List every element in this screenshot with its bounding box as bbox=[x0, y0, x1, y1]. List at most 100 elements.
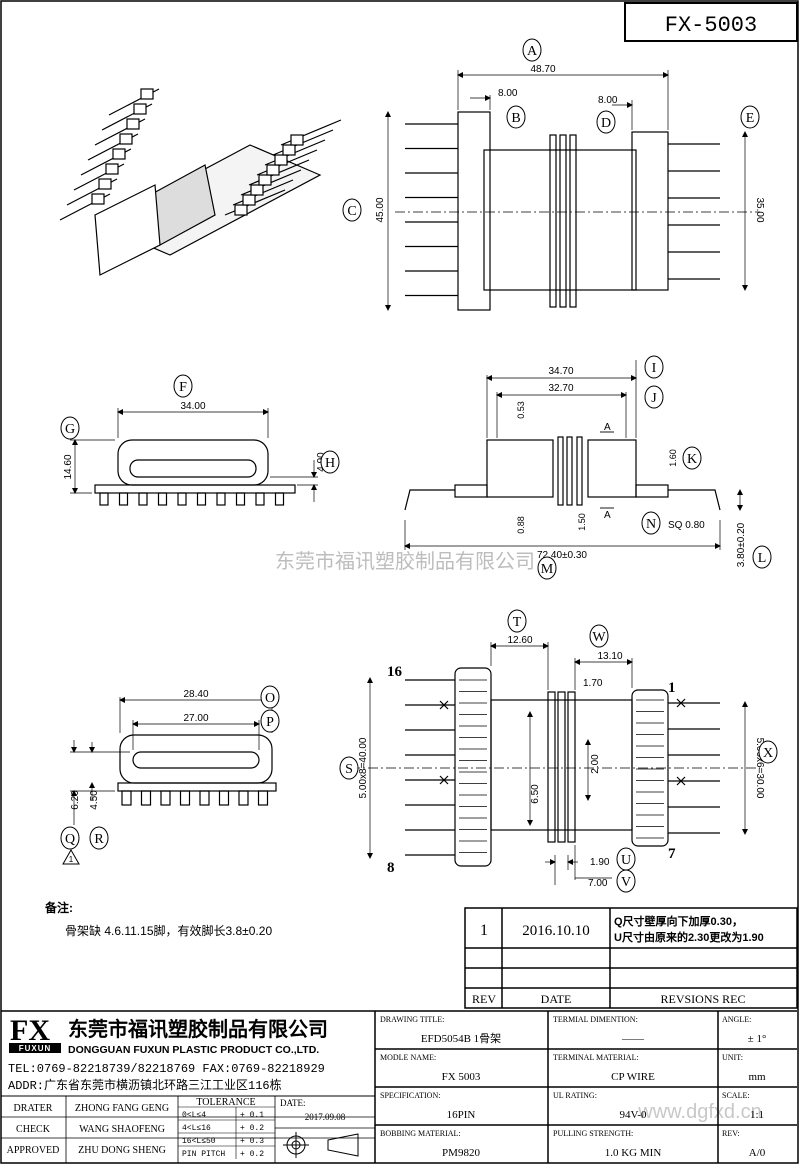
dim-E: 35.00 bbox=[754, 197, 765, 222]
field-rev-label: REV: bbox=[722, 1129, 740, 1138]
dim-N: SQ 0.80 bbox=[668, 520, 705, 531]
missing-pin-mark-icon bbox=[439, 775, 449, 785]
balloon-label-O: O bbox=[265, 691, 275, 706]
rev-header-rec: REVSIONS REC bbox=[660, 992, 745, 1006]
dim-K: 1.60 bbox=[668, 449, 678, 467]
company-addr: ADDR:广东省东莞市横沥镇北环路三江工业区116栋 bbox=[8, 1077, 282, 1093]
field-scale: 1:1 bbox=[750, 1109, 764, 1121]
bobbin-tooth bbox=[199, 790, 210, 806]
tol-range-4: PIN PITCH bbox=[182, 1150, 225, 1159]
dim-D: 8.00 bbox=[598, 95, 618, 106]
revision-table bbox=[464, 907, 798, 1009]
tol-val-4: + 0.2 bbox=[240, 1150, 264, 1159]
balloon-Q bbox=[60, 826, 80, 850]
field-angle-label: ANGLE: bbox=[722, 1015, 751, 1024]
balloon-label-G: G bbox=[65, 422, 75, 437]
company-tel: TEL:0769-82218739/82218769 FAX:0769-8221… bbox=[8, 1062, 325, 1076]
balloon-K bbox=[682, 446, 702, 470]
balloon-label-R: R bbox=[94, 832, 104, 847]
pin-label-16: 16 bbox=[387, 664, 403, 680]
dim-J: 32.70 bbox=[548, 383, 573, 394]
dim-Q: 6.20 bbox=[70, 790, 81, 810]
balloon-label-J: J bbox=[651, 391, 657, 406]
bobbin-tooth bbox=[99, 492, 109, 506]
bobbin-tooth bbox=[157, 492, 168, 506]
bobbin-tooth bbox=[274, 492, 285, 506]
field-terminal-dim: —— bbox=[621, 1033, 645, 1045]
bobbin-tooth bbox=[140, 790, 152, 806]
balloon-X bbox=[758, 740, 778, 764]
field-angle: ± 1° bbox=[748, 1033, 767, 1045]
iso-pin-block bbox=[282, 144, 296, 156]
part-number-box: FX-5003 bbox=[624, 2, 798, 42]
drater-name: ZHONG FANG GENG bbox=[75, 1103, 169, 1114]
field-ul-label: UL RATING: bbox=[553, 1091, 597, 1100]
dim-I: 34.70 bbox=[548, 366, 573, 377]
tol-val-2: + 0.2 bbox=[240, 1124, 264, 1133]
balloon-label-F: F bbox=[179, 380, 187, 395]
iso-pin-block bbox=[266, 164, 280, 176]
dim-T: 12.60 bbox=[507, 635, 532, 646]
balloon-label-N: N bbox=[646, 517, 656, 532]
field-ul: 94V-0 bbox=[619, 1109, 647, 1121]
iso-pin-block bbox=[91, 193, 105, 205]
pin-label-1: 1 bbox=[668, 680, 676, 696]
dim-A: 48.70 bbox=[530, 64, 555, 75]
balloon-N bbox=[641, 511, 661, 535]
company-name-cn: 东莞市福讯塑胶制品有限公司 bbox=[68, 1017, 328, 1041]
field-pull-label: PULLING STRENGTH: bbox=[553, 1129, 633, 1138]
section-mark-top: A bbox=[604, 422, 611, 433]
iso-pin-block bbox=[290, 134, 304, 146]
balloon-V bbox=[616, 869, 636, 893]
field-spec-label: SPECIFICATION: bbox=[380, 1091, 440, 1100]
date-label: DATE: bbox=[280, 1098, 306, 1108]
notes-text: 骨架缺 4.6.11.15脚，有效脚长3.8±0.20 bbox=[65, 923, 272, 938]
part-number: FX-5003 bbox=[665, 13, 757, 38]
bobbin-tooth bbox=[218, 790, 230, 806]
field-spec: 16PIN bbox=[447, 1109, 476, 1121]
balloon-label-I: I bbox=[652, 361, 657, 376]
iso-pin bbox=[280, 119, 342, 146]
balloon-T bbox=[507, 609, 527, 633]
field-drawing-title-label: DRAWING TITLE: bbox=[380, 1015, 444, 1024]
bobbin-tooth bbox=[179, 790, 191, 806]
iso-pin-block bbox=[133, 103, 147, 115]
iso-pin-block bbox=[258, 174, 272, 186]
bobbin-tooth bbox=[238, 790, 249, 806]
balloon-M bbox=[537, 556, 557, 580]
balloon-label-V: V bbox=[621, 875, 631, 890]
dim-L: 3.80±0.20 bbox=[736, 522, 747, 567]
projection-symbol-icon bbox=[283, 1132, 359, 1158]
dim-M: 72.40±0.30 bbox=[537, 550, 587, 561]
iso-pin-block bbox=[126, 118, 140, 130]
balloon-A bbox=[522, 38, 542, 62]
bobbin-tooth bbox=[160, 790, 171, 806]
isometric-view bbox=[59, 88, 342, 276]
company-logo: FX bbox=[10, 1014, 50, 1047]
missing-pin-mark-icon bbox=[439, 700, 449, 710]
bottom-view bbox=[350, 642, 760, 885]
dim-V: 7.00 bbox=[588, 878, 608, 889]
title-block bbox=[1, 1010, 797, 1163]
logo-bar bbox=[9, 1043, 61, 1053]
field-model: FX 5003 bbox=[442, 1071, 481, 1083]
bobbin-tooth bbox=[257, 790, 269, 806]
dim-200: 2.00 bbox=[590, 754, 601, 774]
profile-view bbox=[404, 360, 743, 550]
watermark-company: 东莞市福讯塑胶制品有限公司 bbox=[275, 550, 535, 573]
bobbin-tooth bbox=[196, 492, 207, 506]
bobbin-tooth bbox=[177, 492, 187, 506]
revision-triangle-number: 1 bbox=[69, 855, 74, 864]
field-unit-label: UNIT: bbox=[722, 1053, 743, 1062]
balloon-E bbox=[740, 105, 760, 129]
dim-S: 5.00x8=40.00 bbox=[358, 737, 369, 798]
balloon-D bbox=[596, 110, 616, 134]
field-scale-label: SCALE: bbox=[722, 1091, 750, 1100]
balloon-R bbox=[89, 826, 109, 850]
field-terminal-dim-label: TERMIAL DIMENTION: bbox=[553, 1015, 638, 1024]
field-drawing-title: EFD5054B 1骨架 bbox=[421, 1032, 501, 1045]
iso-pin-block bbox=[98, 178, 112, 190]
